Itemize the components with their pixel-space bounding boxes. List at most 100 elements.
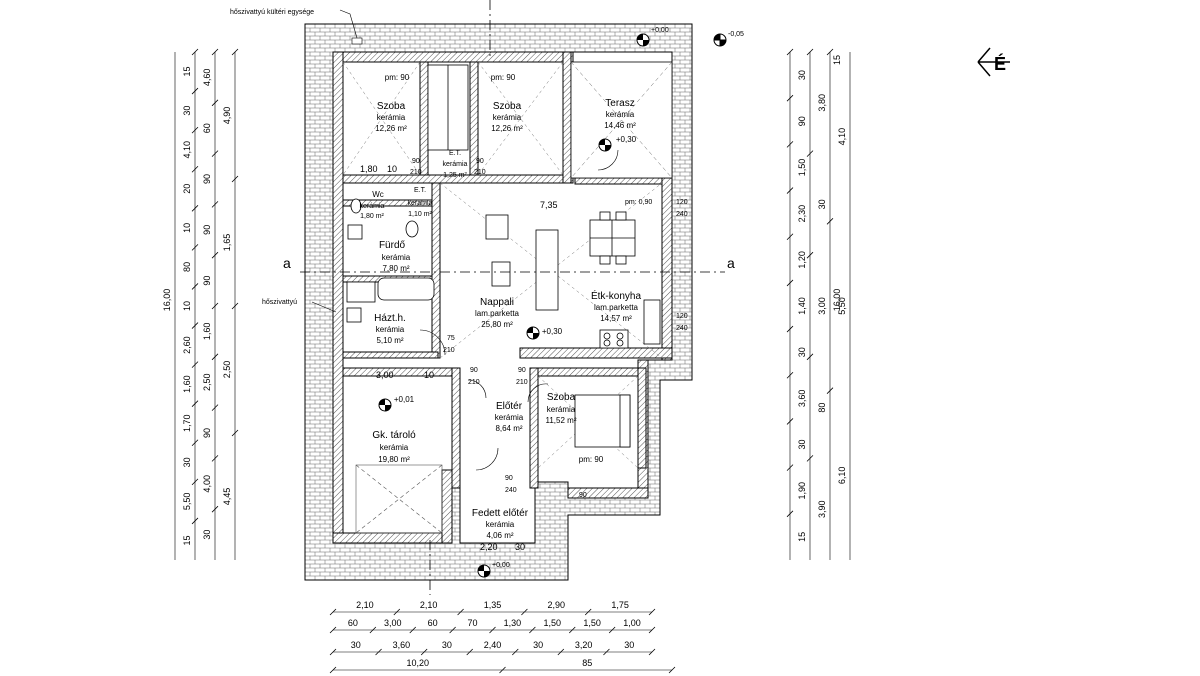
dimension-tick: [786, 279, 794, 287]
dimension-tick: [231, 175, 239, 183]
room-wc: Wc kerámia 1,80 m²: [360, 190, 385, 220]
left-dim-label: 15: [182, 67, 192, 77]
right-dim-label: 3,90: [817, 500, 827, 518]
dimension-tick: [191, 478, 199, 486]
bottom-dim-label: 85: [582, 658, 592, 668]
right-dim-total: 16,00: [832, 289, 842, 312]
svg-text:30: 30: [515, 542, 525, 552]
bottom-dim-label: 3,60: [393, 640, 411, 650]
svg-text:75: 75: [447, 335, 455, 342]
dimension-tick: [211, 48, 219, 56]
dimension-tick: [499, 666, 506, 674]
dimension-tick: [786, 371, 794, 379]
dimension-tick: [191, 283, 199, 290]
right-dim-label: 4,10: [837, 128, 847, 146]
dimension-tick: [191, 165, 199, 173]
room-terasz: Terasz kerámia 14,46 m² +0,30: [604, 98, 636, 144]
svg-text:pm: 90: pm: 90: [579, 455, 604, 464]
svg-text:Fedett előtér: Fedett előtér: [472, 508, 529, 519]
dimension-tick: [329, 626, 337, 634]
dimension-tick: [191, 126, 199, 134]
svg-text:É: É: [994, 53, 1006, 74]
svg-text:kerámia: kerámia: [606, 110, 635, 119]
heat-pump-annotations: hőszivattyú kültéri egysége hőszivattyú: [230, 9, 363, 313]
svg-text:+0,30: +0,30: [542, 327, 563, 336]
armchair: [485, 214, 509, 240]
svg-text:4,06 m²: 4,06 m²: [486, 531, 513, 540]
room-etk-konyha: Étk-konyha lam.parketta 14,57 m²: [591, 289, 641, 323]
dimension-tick: [826, 387, 834, 394]
svg-text:1,10 m²: 1,10 m²: [408, 211, 432, 218]
room-nappali: Nappali lam.parketta 25,80 m² +0,30: [475, 297, 563, 336]
heat-pump-outdoor-label: hőszivattyú kültéri egysége: [230, 9, 314, 16]
dimension-tick: [786, 325, 794, 333]
svg-text:lam.parketta: lam.parketta: [594, 303, 639, 312]
svg-text:Terasz: Terasz: [605, 98, 634, 109]
door-swings: [419, 149, 619, 471]
section-mark-right: a: [727, 255, 735, 271]
svg-text:kerámia: kerámia: [376, 325, 405, 334]
dimension-tick: [557, 648, 565, 656]
bottom-dim-label: 30: [351, 640, 361, 650]
svg-text:kerámia: kerámia: [493, 113, 522, 122]
left-dim-label: 30: [182, 457, 192, 467]
left-dim-label: 10: [182, 223, 192, 233]
left-dim-label: 4,90: [222, 107, 232, 125]
left-dim-label: 4,60: [202, 69, 212, 87]
svg-text:90: 90: [579, 492, 587, 499]
svg-text:120: 120: [676, 313, 688, 320]
right-dimensions: [789, 52, 851, 560]
left-dim-label: 30: [182, 106, 192, 116]
dimension-tick: [806, 455, 814, 462]
dimension-tick: [608, 626, 616, 634]
svg-text:lam.parketta: lam.parketta: [475, 309, 520, 318]
dimension-tick: [329, 666, 337, 674]
right-dim-label: 30: [817, 199, 827, 209]
svg-text:Házt.h.: Házt.h.: [374, 313, 406, 324]
section-mark-left: a: [283, 255, 291, 271]
room-et-2: E.T. kerámia 1,10 m²: [408, 187, 433, 218]
dimension-tick: [211, 404, 219, 411]
bathtub: [377, 277, 435, 301]
right-dim-label: 1,20: [797, 251, 807, 269]
dimension-tick: [211, 455, 219, 462]
level-marker-garage: [378, 398, 392, 412]
left-dim-label: 60: [202, 123, 212, 133]
dimension-tick: [786, 510, 794, 518]
svg-text:19,80 m²: 19,80 m²: [378, 455, 410, 464]
svg-text:90: 90: [470, 367, 478, 374]
svg-text:240: 240: [676, 211, 688, 218]
stove: [599, 329, 629, 349]
svg-text:+0,00: +0,00: [651, 27, 669, 34]
dimension-tick: [786, 94, 794, 102]
dimension-tick: [409, 626, 417, 634]
bottom-dim-label: 1,00: [623, 618, 641, 628]
svg-text:+0,00: +0,00: [492, 562, 510, 569]
svg-text:11,52 m²: 11,52 m²: [546, 416, 577, 425]
right-dim-label: 30: [797, 440, 807, 450]
dimension-tick: [786, 48, 794, 56]
dimension-tick: [211, 302, 219, 310]
dimension-tick: [806, 48, 814, 56]
svg-text:kerámia: kerámia: [547, 405, 576, 414]
dimension-tick: [393, 608, 401, 616]
right-dim-label: 1,90: [797, 482, 807, 500]
right-dim-label: 15: [797, 532, 807, 542]
left-dim-label: 80: [182, 262, 192, 272]
level-marker-top: -0,05: [713, 31, 744, 47]
dimension-tick: [648, 608, 656, 616]
svg-text:kerámia: kerámia: [360, 203, 385, 210]
svg-text:kerámia: kerámia: [377, 113, 406, 122]
room-szoba-1: pm: 90 Szoba kerámia 12,26 m²: [375, 73, 410, 133]
dimension-tick: [191, 517, 199, 525]
dimension-tick: [375, 648, 382, 656]
dimension-tick: [584, 608, 592, 616]
room-hazt: Házt.h. kerámia 5,10 m²: [374, 313, 406, 345]
room-szoba-2: pm: 90 Szoba kerámia 12,26 m²: [491, 73, 523, 133]
toilet-wc: [350, 198, 362, 214]
dimension-tick: [786, 464, 794, 471]
room-et-1: E.T. kerámia 1,25 m²: [443, 150, 468, 179]
room-gk-tarolo: +0,01 Gk. tároló kerámia 19,80 m²: [372, 395, 416, 464]
